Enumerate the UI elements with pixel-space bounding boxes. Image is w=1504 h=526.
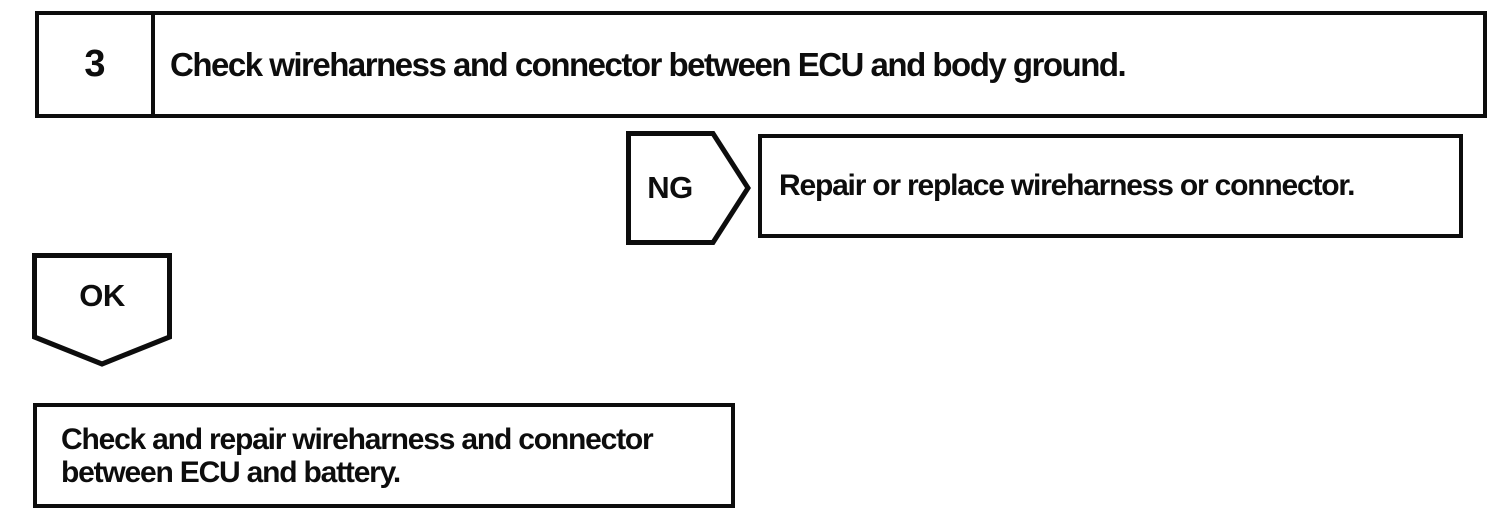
ng-label: NG [647,170,693,205]
step-instruction: Check wireharness and connector between … [170,45,1127,83]
ok-result-line-2: between ECU and battery. [61,455,401,489]
ng-pentagon-icon [626,131,751,245]
step-box: 3 Check wireharness and connector betwee… [35,11,1487,118]
ng-action-box: Repair or replace wireharness or connect… [758,134,1463,238]
ok-result-text: Check and repair wireharness and connect… [61,422,654,489]
ok-label: OK [79,278,125,313]
ok-result-line-1: Check and repair wireharness and connect… [61,422,654,456]
ng-action-text: Repair or replace wireharness or connect… [779,169,1356,202]
ok-pentagon-icon [32,253,172,367]
ok-result-box: Check and repair wireharness and connect… [33,403,735,508]
ok-pointer: OK [32,253,172,367]
ng-pointer: NG [626,131,751,245]
step-number: 3 [39,15,155,114]
